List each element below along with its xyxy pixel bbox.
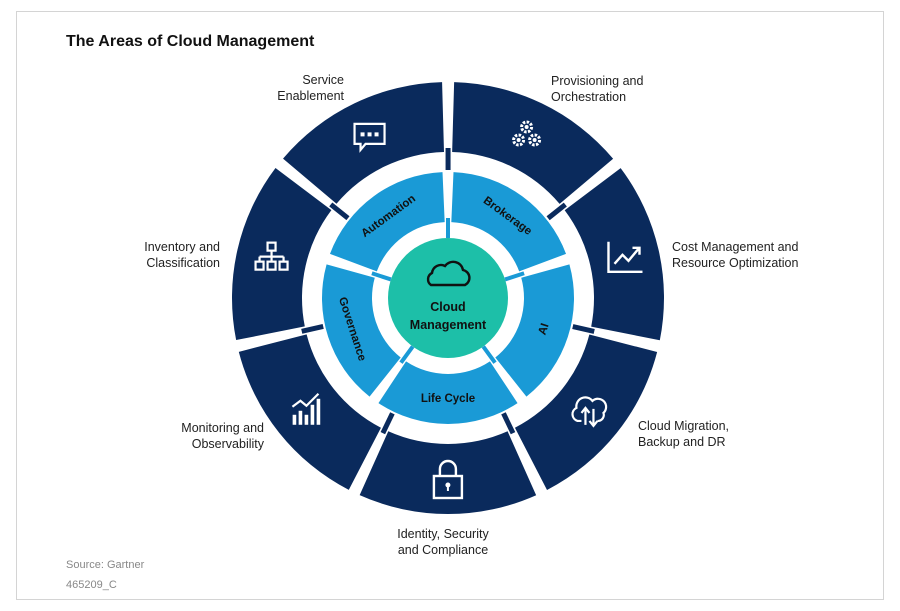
center-label-line2: Management — [410, 318, 487, 332]
inner-connector — [504, 271, 525, 282]
outer-segment-provisioning-orchestration — [452, 82, 614, 204]
cloud-upload-download-icon — [571, 396, 608, 428]
outer-segment-service-enablement — [283, 82, 444, 204]
padlock-icon — [432, 459, 464, 500]
inner-segment-brokerage — [451, 172, 567, 272]
outer-segment-identity-security — [359, 431, 537, 514]
outer-label-cloud-migration: Cloud Migration,Backup and DR — [638, 419, 730, 449]
inner-connector — [481, 345, 497, 364]
inner-connector — [371, 271, 392, 282]
inner-segment-automation — [329, 172, 445, 272]
outer-segment-monitoring-observability — [238, 334, 381, 490]
center-circle — [388, 238, 508, 358]
outer-segment-cost-management — [564, 168, 664, 341]
ring-connector — [546, 202, 567, 221]
ring-connector — [301, 323, 324, 334]
source-note: Source: Gartner — [66, 559, 145, 571]
inner-segment-governance — [322, 264, 401, 397]
figure-id: 465209_C — [66, 579, 117, 591]
inner-label-life-cycle: Life Cycle — [421, 393, 475, 405]
gears-icon — [512, 120, 542, 147]
ring-connector — [572, 324, 595, 334]
inner-connector — [399, 345, 415, 364]
cloud-icon — [426, 260, 471, 287]
chat-bubble-icon — [353, 122, 386, 153]
inner-label-ai: AI — [537, 322, 552, 337]
center-label-line1: Cloud — [430, 300, 465, 314]
trend-chart-icon — [607, 241, 643, 274]
bar-chart-icon — [291, 393, 321, 425]
outer-segment-inventory-classification — [231, 168, 332, 341]
ring-connector — [501, 412, 516, 435]
ring-connector — [380, 412, 395, 435]
inner-segment-ai — [495, 264, 574, 397]
hierarchy-icon — [254, 241, 289, 271]
diagram-title: The Areas of Cloud Management — [66, 33, 315, 50]
ring-connector — [329, 202, 350, 221]
inner-segment-life-cycle — [378, 361, 518, 425]
